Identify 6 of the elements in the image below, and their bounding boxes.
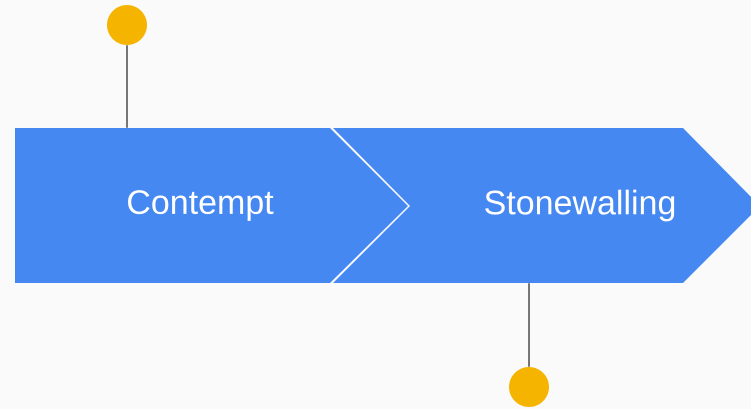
leader-line — [528, 283, 530, 367]
circle-marker — [509, 367, 549, 407]
leader-line — [126, 45, 128, 128]
circle-marker — [107, 5, 147, 45]
node-label: Stonewalling — [485, 190, 674, 222]
chevron-box: Stonewalling — [333, 128, 751, 283]
